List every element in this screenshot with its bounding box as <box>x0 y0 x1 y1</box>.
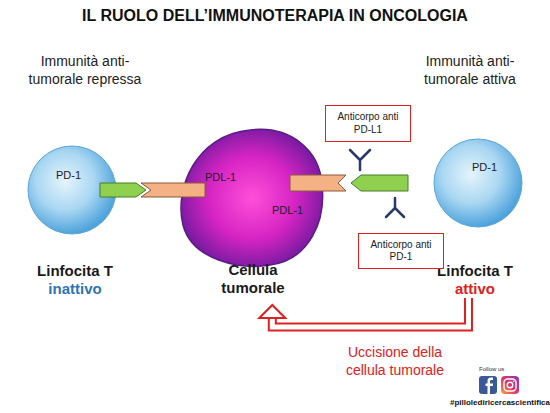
cell-body <box>28 146 116 234</box>
receptor-label: PD-1 <box>472 158 512 176</box>
antibody-box: Anticorpo anti PD-L1 <box>325 105 411 142</box>
facebook-glyph <box>486 378 494 395</box>
box-label: Anticorpo anti PD-1 <box>359 239 443 264</box>
pd1-receptor <box>351 175 408 191</box>
instagram-icon <box>501 376 519 394</box>
node-label: attivo <box>410 280 540 298</box>
arrow-outline <box>272 298 468 327</box>
receptor-label: PD-1 <box>56 166 96 184</box>
antibody-symbol <box>386 198 404 217</box>
annotation-text: Immunità anti-tumorale attiva <box>405 52 535 88</box>
arrow-head <box>259 305 285 318</box>
node-label: Linfocita T <box>10 262 140 280</box>
annotation-text: Immunità anti-tumorale repressa <box>20 52 150 88</box>
arrow-inner <box>272 298 468 327</box>
node-label: Cellula tumorale <box>207 261 299 297</box>
tumor-cell: PDL-1PDL-1Cellula tumorale <box>170 125 335 305</box>
edge-label: Uccisione della cellula tumorale <box>335 343 455 379</box>
diagram-title: IL RUOLO DELL’IMMUNOTERAPIA IN ONCOLOGIA <box>0 7 550 25</box>
social-caption: Follow us <box>479 366 539 374</box>
kill-arrow <box>259 298 468 327</box>
social-icons <box>479 376 519 394</box>
antibody-box: Anticorpo anti PD-1 <box>358 233 444 269</box>
cell-body <box>434 139 522 227</box>
instagram-glyph <box>504 379 516 391</box>
instagram-glyph <box>507 382 513 388</box>
node-label: inattivo <box>10 280 140 298</box>
tumor-body <box>181 129 323 266</box>
node-label: PDL-1 <box>205 168 245 186</box>
node-label: PDL-1 <box>272 201 312 219</box>
t-cell: PD-1Linfocita Tattivo <box>410 138 546 298</box>
instagram-glyph <box>513 381 515 383</box>
facebook-icon <box>479 376 497 394</box>
t-cell: PD-1Linfocita Tinattivo <box>10 145 140 295</box>
box-label: Anticorpo anti PD-L1 <box>326 111 410 136</box>
antibody-symbol <box>350 150 370 170</box>
hashtag-watermark: #pillolediricercascientifica <box>420 398 550 408</box>
